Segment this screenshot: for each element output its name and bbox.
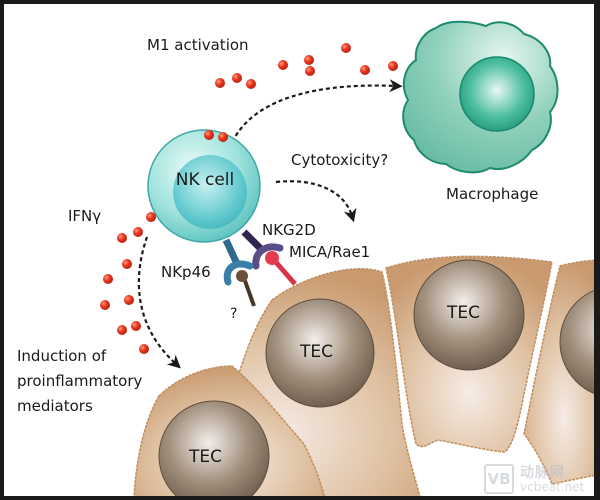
tec-cell-3-nucleus: [559, 289, 594, 395]
arrow-induction: [137, 236, 181, 369]
watermark-url: vcbeat.net: [520, 480, 585, 494]
tec-cell-4-nucleus: [158, 400, 270, 496]
nk-cell: [147, 129, 261, 243]
ifng-dot: [117, 325, 127, 335]
mica-ligand-head: [265, 251, 279, 265]
label-nk-cell: NK cell: [175, 170, 235, 190]
label-m1-activation: M1 activation: [147, 36, 249, 54]
ifng-dot: [124, 295, 134, 305]
label-nkg2d: NKG2D: [262, 221, 316, 239]
ifng-dot: [341, 43, 351, 53]
ifng-dot: [218, 132, 228, 142]
label-tec-3: TEC: [189, 447, 222, 467]
macrophage: [402, 20, 559, 174]
ifng-dots: [100, 43, 398, 354]
ifng-dot: [246, 79, 256, 89]
ifng-dot: [304, 55, 314, 65]
label-tec-1: TEC: [300, 342, 333, 362]
ifng-dot: [232, 73, 242, 83]
ifng-dot: [215, 78, 225, 88]
ifng-dot: [139, 344, 149, 354]
nkp46-receptor: [223, 260, 254, 286]
tec-cells: [133, 255, 594, 496]
ifng-dot: [278, 60, 288, 70]
label-nkp46: NKp46: [161, 263, 211, 281]
tec-cell-1-nucleus: [265, 298, 375, 408]
ifng-dot: [103, 274, 113, 284]
ifng-dot: [388, 61, 398, 71]
label-cytotoxicity: Cytotoxicity?: [291, 151, 389, 169]
label-unknown-ligand: ?: [230, 306, 238, 322]
watermark: VB 动脉网 vcbeat.net: [484, 462, 594, 496]
label-macrophage: Macrophage: [446, 185, 539, 203]
unknown-ligand-stalk: [242, 277, 256, 307]
ifng-dot: [204, 130, 214, 140]
ifng-dot: [131, 321, 141, 331]
arrow-m1-activation: [224, 79, 403, 163]
unknown-ligand-head: [236, 270, 248, 282]
label-mica-rae1: MICA/Rae1: [289, 243, 371, 261]
tec-cell-2-nucleus: [413, 259, 525, 371]
arrows: [137, 79, 403, 369]
ifng-dot: [122, 259, 132, 269]
nk-cell-nucleus: [173, 155, 247, 229]
nkg2d-receptor: [252, 243, 284, 270]
arrow-cytotoxicity: [275, 180, 357, 223]
mica-ligand-stalk: [272, 258, 297, 286]
ifng-dot: [360, 65, 370, 75]
label-induction-proinflammatory: Induction of proinflammatory mediators: [17, 347, 143, 415]
ifng-dot: [146, 212, 156, 222]
watermark-logo: VB: [484, 464, 514, 494]
receptors: [222, 229, 297, 307]
nkg2d-stalk: [241, 229, 265, 253]
macrophage-nucleus: [459, 56, 535, 132]
watermark-chinese: 动脉网: [520, 465, 565, 481]
ifng-dot: [305, 66, 315, 76]
ifng-dot: [100, 300, 110, 310]
diagram-canvas: [100, 20, 594, 496]
ifng-dot: [133, 227, 143, 237]
label-tec-2: TEC: [447, 303, 480, 323]
label-ifng: IFNγ: [68, 207, 102, 225]
ifng-dot: [117, 233, 127, 243]
